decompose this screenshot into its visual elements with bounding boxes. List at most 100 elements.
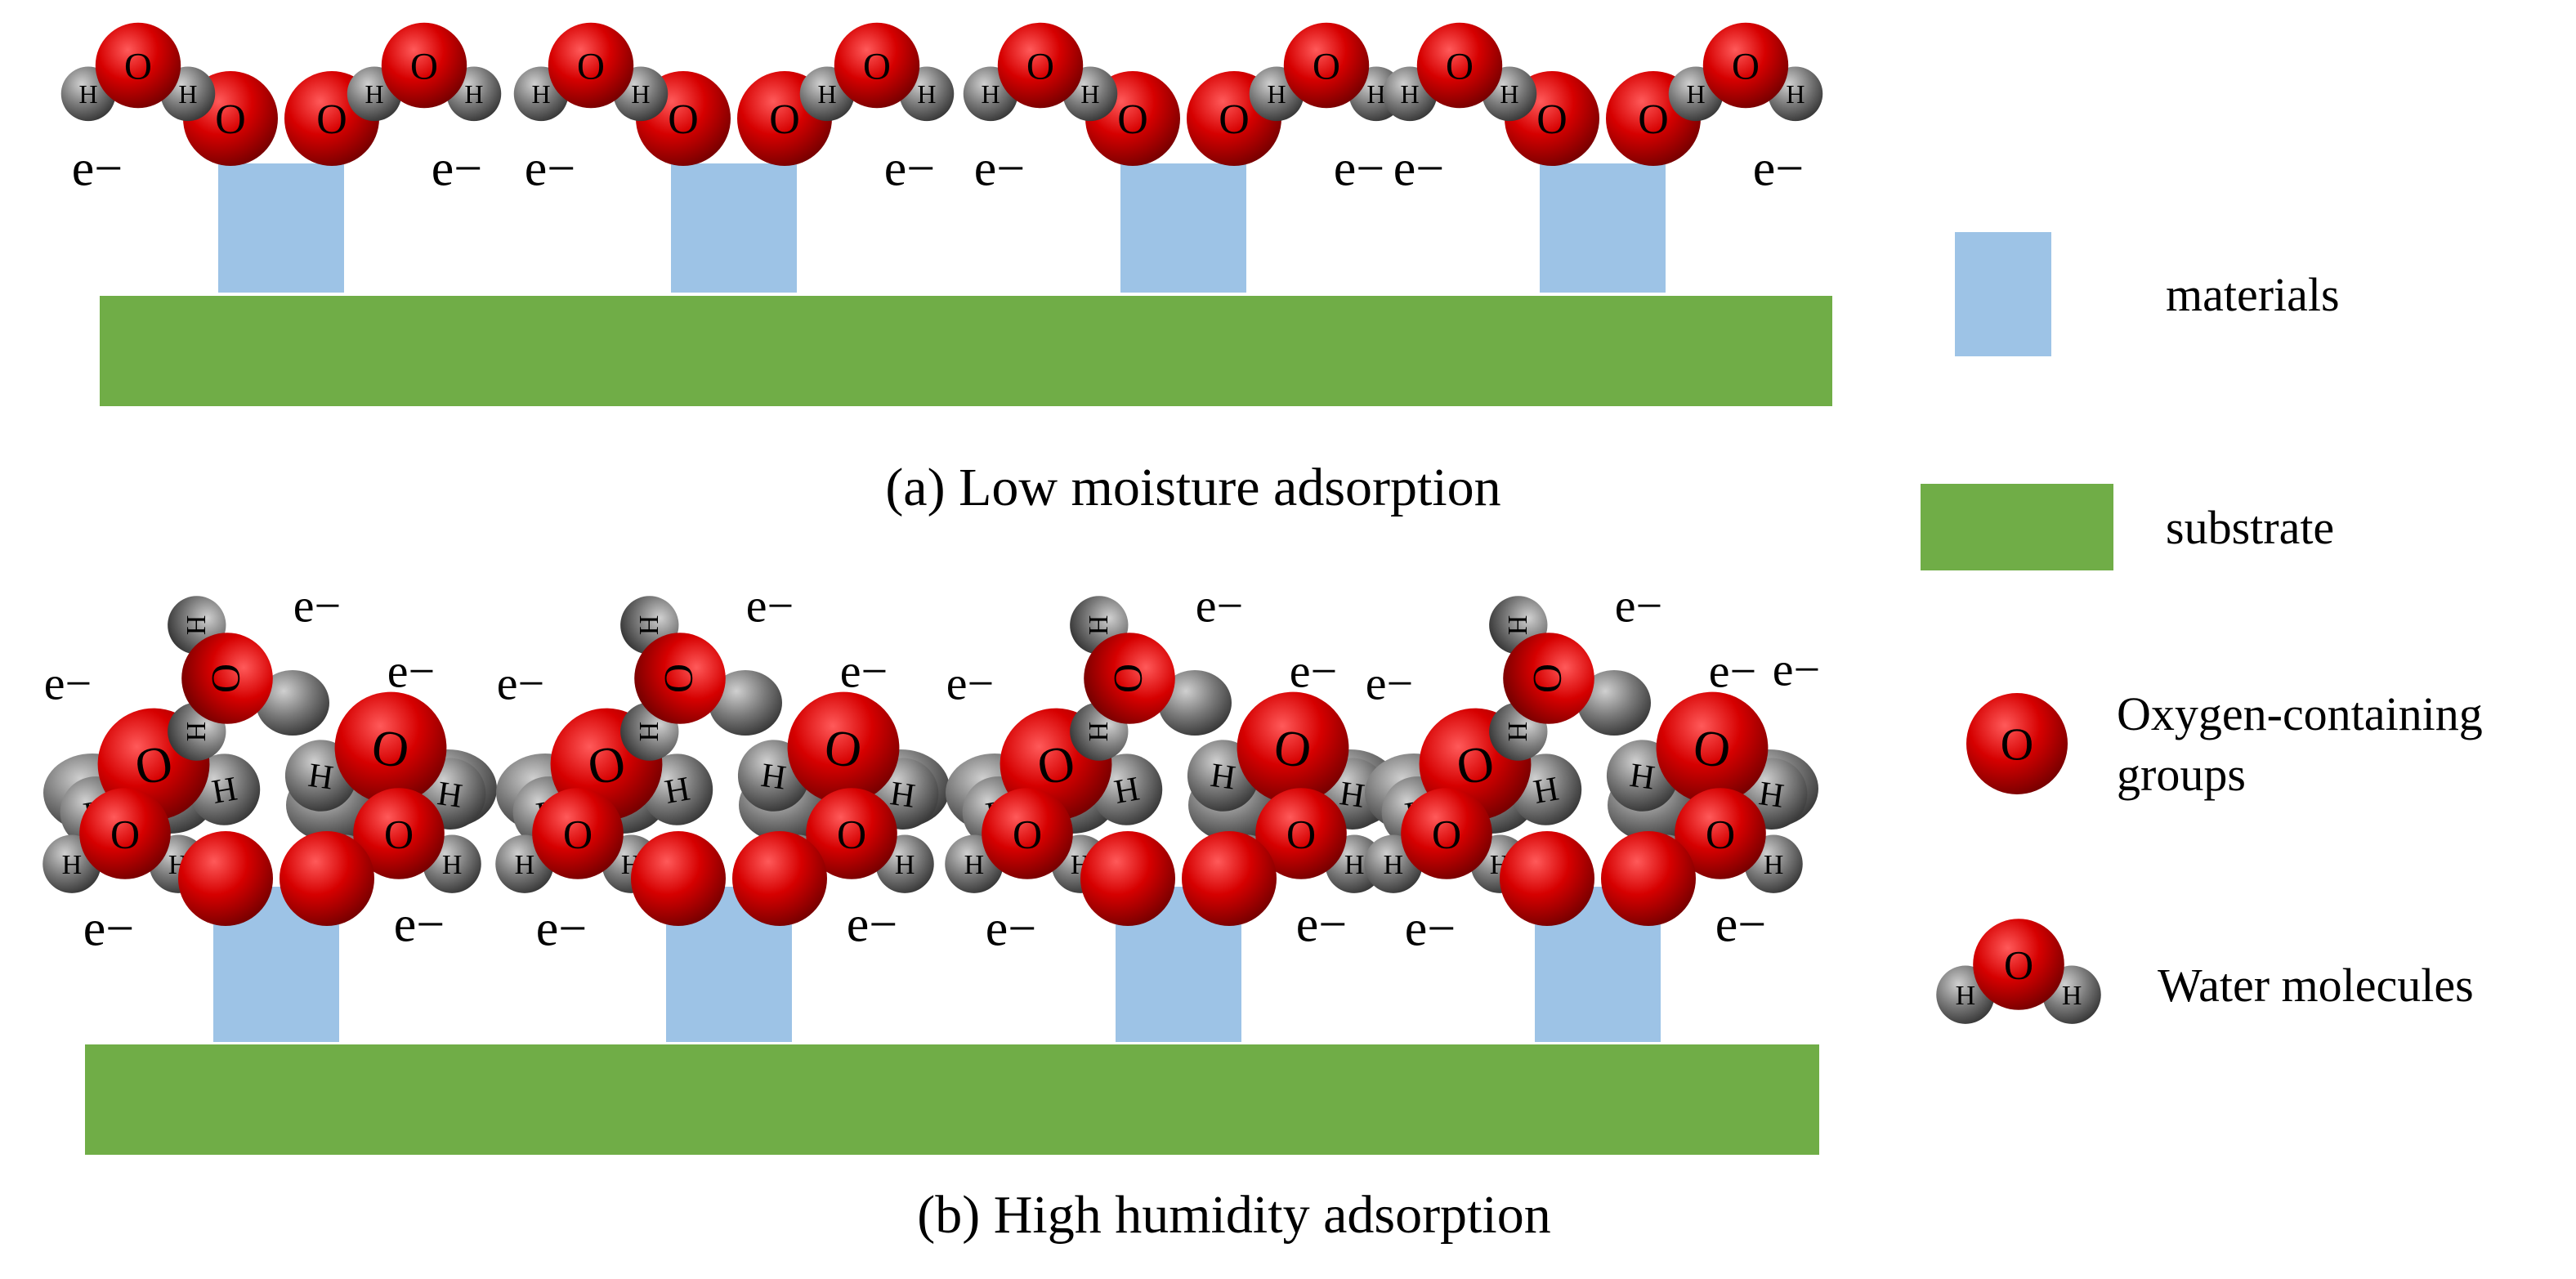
blue-square-icon bbox=[1955, 232, 2051, 356]
electron-label: e− bbox=[387, 644, 435, 697]
hydrogen-label: H bbox=[633, 615, 664, 636]
oxygen-label: O bbox=[1026, 45, 1054, 87]
oxygen-label: O bbox=[1271, 719, 1315, 780]
electron-label: e− bbox=[1334, 141, 1384, 197]
oxygen-atom bbox=[1601, 831, 1696, 926]
material-block bbox=[1540, 163, 1666, 293]
oxygen-atom: O bbox=[181, 633, 273, 724]
oxygen-sphere bbox=[634, 633, 726, 724]
legend-label: Water molecules bbox=[2158, 959, 2474, 1012]
material-block bbox=[671, 163, 797, 293]
oxygen-sphere bbox=[1503, 633, 1594, 724]
hydrogen-label: H bbox=[982, 79, 1000, 109]
hydrogen-label: H bbox=[442, 850, 463, 880]
hydrogen-label: H bbox=[1627, 757, 1657, 798]
oxygen-atom: O bbox=[787, 691, 900, 804]
hydrogen-label: H bbox=[62, 850, 83, 880]
water-molecule: H HO bbox=[963, 22, 1118, 122]
hydrogen-label: H bbox=[1764, 850, 1784, 880]
oxygen-sphere bbox=[1702, 22, 1789, 109]
oxygen-label: O bbox=[1107, 664, 1152, 693]
oxygen-atom: O bbox=[532, 788, 624, 879]
oxygen-sphere bbox=[1966, 693, 2068, 794]
adsorption-site: HHOHHOHHOHHOHHOe−e−e−e−e− bbox=[42, 579, 497, 1042]
oxygen-label: O bbox=[316, 96, 347, 143]
oxygen-atom bbox=[1500, 831, 1594, 926]
oxygen-sphere bbox=[79, 788, 171, 879]
electron-label: e− bbox=[1296, 897, 1347, 953]
hydrogen-label: H bbox=[178, 79, 197, 109]
oxygen-atom bbox=[732, 831, 827, 926]
hydrogen-label: H bbox=[1500, 79, 1518, 109]
hydrogen-label: H bbox=[1080, 79, 1099, 109]
hydrogen-label: H bbox=[532, 79, 551, 109]
oxygen-sphere bbox=[1675, 788, 1766, 879]
oxygen-sphere bbox=[1601, 831, 1696, 926]
adsorption-site: HHOHHOHHOHHOHHOe−e−e−e−e− bbox=[945, 579, 1399, 1042]
oxygen-atom: O bbox=[548, 22, 634, 109]
hydrogen-label: H bbox=[1756, 775, 1786, 816]
oxygen-atom: O bbox=[1702, 22, 1789, 109]
electron-label: e− bbox=[72, 141, 123, 197]
adsorption-site: HHOHHOHHOHHOHHOe−e−e−e−e− bbox=[495, 579, 950, 1042]
electron-label: e− bbox=[974, 141, 1025, 197]
oxygen-label: O bbox=[1638, 96, 1669, 143]
hydrogen-label: H bbox=[181, 615, 211, 636]
substrate-bar bbox=[85, 1044, 1819, 1155]
hydrogen-label: H bbox=[79, 79, 98, 109]
hydrogen-label: H bbox=[1083, 722, 1113, 742]
oxygen-sphere bbox=[982, 788, 1073, 879]
oxygen-sphere bbox=[95, 22, 181, 109]
oxygen-atom: O bbox=[1973, 919, 2064, 1010]
water-molecule: H HO bbox=[513, 22, 669, 122]
hydrogen-cluster-sphere bbox=[1577, 670, 1651, 736]
panel-high-humidity: HHOHHOHHOHHOHHOe−e−e−e−e−HHOHHOHHOHHOHHO… bbox=[42, 579, 1820, 1155]
hydrogen-label: H bbox=[1344, 850, 1365, 880]
hydrogen-label: H bbox=[1337, 775, 1366, 816]
oxygen-label: O bbox=[410, 45, 438, 87]
oxygen-atom: O bbox=[381, 22, 467, 109]
oxygen-label: O bbox=[215, 96, 246, 143]
electron-label: e− bbox=[293, 579, 341, 632]
oxygen-sphere bbox=[1401, 788, 1492, 879]
oxygen-atom bbox=[178, 831, 273, 926]
oxygen-label: O bbox=[1526, 664, 1572, 693]
oxygen-atom: O bbox=[95, 22, 181, 109]
hydrogen-label: H bbox=[435, 775, 464, 816]
electron-label: e− bbox=[525, 141, 575, 197]
hydrogen-label: H bbox=[917, 79, 936, 109]
legend-item-1: materials bbox=[1955, 232, 2340, 356]
oxygen-sphere bbox=[787, 691, 900, 804]
hydrogen-label: H bbox=[1786, 79, 1805, 109]
oxygen-sphere bbox=[1283, 22, 1370, 109]
oxygen-group-icon: O bbox=[1966, 693, 2068, 794]
caption-low-moisture: (a) Low moisture adsorption bbox=[885, 458, 1500, 517]
oxygen-atom: O bbox=[982, 788, 1073, 879]
oxygen-label: O bbox=[1732, 45, 1760, 87]
hydrogen-label: H bbox=[1384, 850, 1404, 880]
hydrogen-label: H bbox=[515, 850, 535, 880]
electron-label: e− bbox=[394, 897, 445, 953]
oxygen-atom bbox=[1080, 831, 1175, 926]
legend: materialssubstrateOOxygen-containinggrou… bbox=[1921, 232, 2483, 1024]
electron-label: e− bbox=[536, 901, 587, 957]
electron-label: e− bbox=[83, 901, 134, 957]
hydrogen-label: H bbox=[1502, 615, 1532, 636]
electron-label: e− bbox=[44, 656, 92, 709]
electron-label: e− bbox=[1709, 644, 1756, 697]
hydrogen-label: H bbox=[631, 79, 650, 109]
